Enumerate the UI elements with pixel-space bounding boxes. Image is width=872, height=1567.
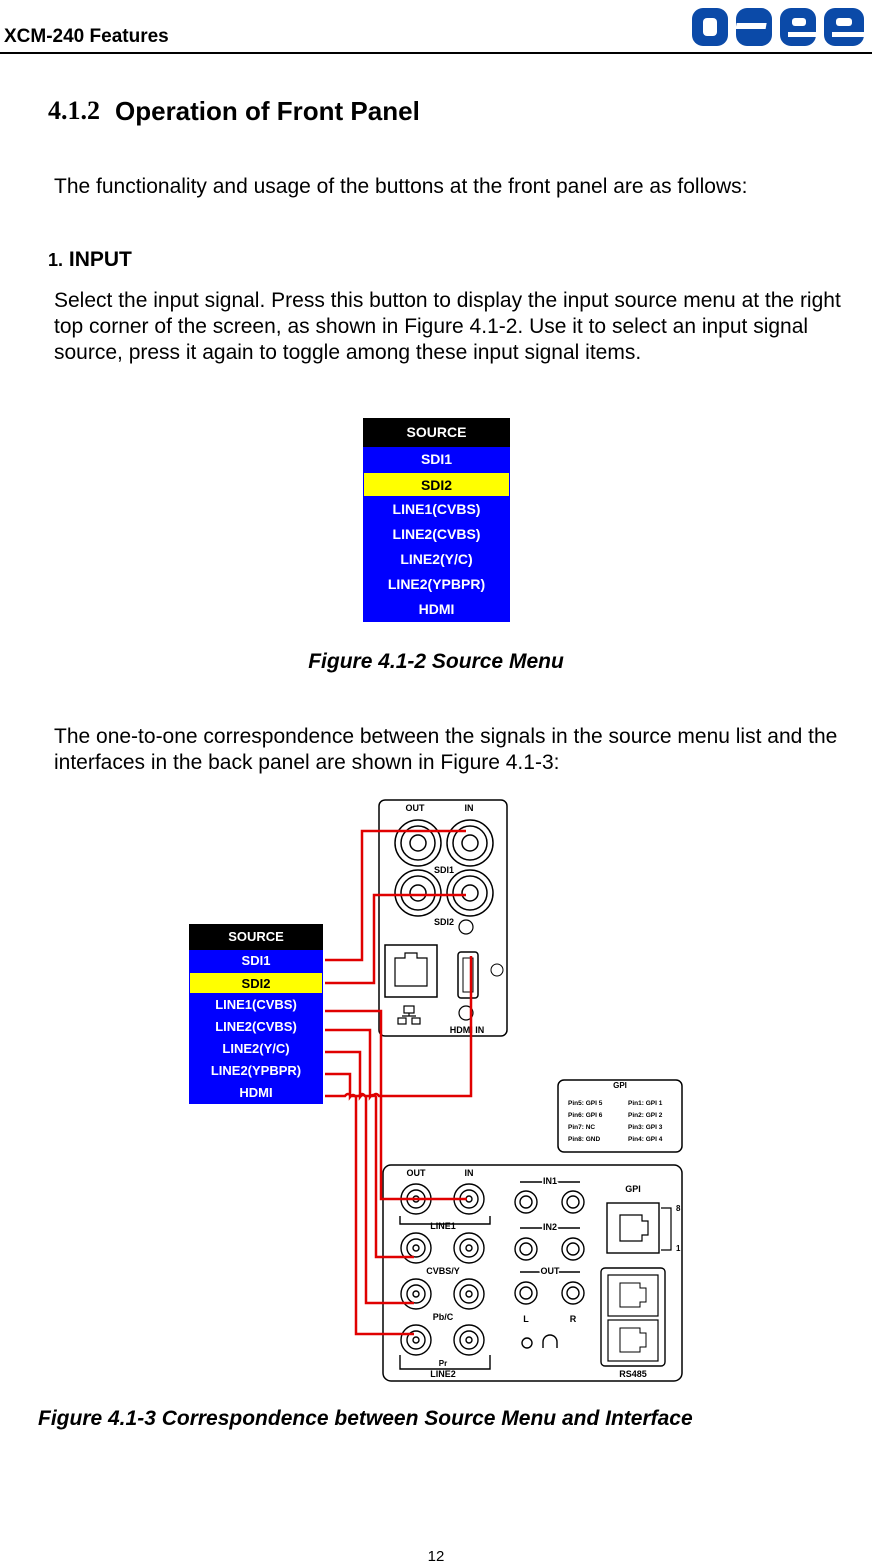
ethernet-port-icon xyxy=(384,944,438,998)
source-menu-item[interactable]: LINE2(Y/C) xyxy=(363,547,510,572)
line2-label: LINE2 xyxy=(430,1369,456,1379)
gpi-pin1-label: 1 xyxy=(676,1244,681,1253)
line1-label: LINE1 xyxy=(430,1221,456,1231)
hdmi-in-label: HDMI IN xyxy=(450,1025,485,1035)
gpi-port-label: GPI xyxy=(625,1184,641,1194)
rs485-ports-icon xyxy=(600,1267,666,1367)
line-hdmi xyxy=(325,956,473,1098)
screw-icon xyxy=(458,1005,474,1021)
network-icon xyxy=(397,1005,421,1025)
list-item-number: 1. xyxy=(48,250,64,270)
gpi-pin-row: Pin1: GPI 1 xyxy=(628,1100,663,1107)
figure-3-caption: Figure 4.1-3 Correspondence between Sour… xyxy=(38,1407,693,1430)
line-line1-cvbs xyxy=(325,1009,467,1201)
audio-r-label: R xyxy=(570,1314,577,1324)
osee-logo xyxy=(692,8,864,46)
source-menu-item[interactable]: SDI1 xyxy=(363,447,510,472)
source-menu-item[interactable]: HDMI xyxy=(363,597,510,622)
gpi-pin-row: Pin4: GPI 4 xyxy=(628,1136,663,1143)
source-menu-item[interactable]: LINE2(Y/C) xyxy=(189,1038,323,1060)
gpi-pin-row: Pin8: GND xyxy=(568,1136,600,1143)
rs485-label: RS485 xyxy=(619,1369,647,1379)
top-out-label: OUT xyxy=(406,803,426,813)
gpi-pin-row: Pin7: NC xyxy=(568,1124,595,1131)
intro-paragraph: The functionality and usage of the butto… xyxy=(54,175,748,198)
source-menu-item[interactable]: LINE1(CVBS) xyxy=(363,497,510,522)
source-menu-item[interactable]: LINE2(YPBPR) xyxy=(189,1060,323,1082)
led-icon xyxy=(490,963,504,977)
gpi-pin-row: Pin2: GPI 2 xyxy=(628,1112,663,1119)
audio-rca-connectors xyxy=(514,1181,585,1305)
gpi-pin8-label: 8 xyxy=(676,1204,681,1213)
bottom-out-label: OUT xyxy=(407,1168,427,1178)
input-paragraph: Select the input signal. Press this butt… xyxy=(54,289,841,364)
audio-l-label: L xyxy=(523,1314,529,1324)
list-item-title: INPUT xyxy=(68,248,132,271)
page-number: 12 xyxy=(427,1548,445,1565)
audio-in1-label: IN1 xyxy=(543,1176,557,1186)
source-menu-item[interactable]: LINE2(YPBPR) xyxy=(363,572,510,597)
sdi-bnc-connectors xyxy=(394,819,494,917)
source-menu-item[interactable]: LINE2(CVBS) xyxy=(189,1016,323,1038)
source-menu-item[interactable]: HDMI xyxy=(189,1082,323,1104)
gpi-pinout-title: GPI xyxy=(613,1081,627,1090)
pb-c-label: Pb/C xyxy=(433,1312,454,1322)
hdmi-port-icon xyxy=(457,951,479,999)
correspondence-paragraph: The one-to-one correspondence between th… xyxy=(54,725,838,774)
gpi-pin-row: Pin6: GPI 6 xyxy=(568,1112,603,1119)
back-panel-diagram: OUT IN SDI1 SDI2 HDMI IN GPI Pin5: GPI 5… xyxy=(325,799,683,1382)
source-menu-header: SOURCE xyxy=(363,418,510,447)
sdi1-label: SDI1 xyxy=(434,865,454,875)
figure-2-caption: Figure 4.1-2 Source Menu xyxy=(308,650,564,673)
source-menu-item[interactable]: LINE1(CVBS) xyxy=(189,994,323,1016)
screw-icon xyxy=(458,919,474,935)
gpi-pin-row: Pin5: GPI 5 xyxy=(568,1100,603,1107)
sdi2-label: SDI2 xyxy=(434,917,454,927)
line-sdi1 xyxy=(325,829,466,962)
gpi-pin-row: Pin3: GPI 3 xyxy=(628,1124,663,1131)
audio-in2-label: IN2 xyxy=(543,1222,557,1232)
source-menu-header: SOURCE xyxy=(189,924,323,950)
source-menu-item[interactable]: LINE2(CVBS) xyxy=(363,522,510,547)
gpi-port-icon xyxy=(606,1202,660,1254)
top-in-label: IN xyxy=(465,803,474,813)
running-header-title: XCM-240 Features xyxy=(4,26,169,47)
cvbs-y-label: CVBS/Y xyxy=(426,1266,460,1276)
source-menu-item[interactable]: SDI1 xyxy=(189,950,323,972)
gpi-pinout-box xyxy=(557,1079,683,1153)
headphone-icon xyxy=(521,1334,558,1349)
connection-lines xyxy=(325,829,473,1336)
section-title: Operation of Front Panel xyxy=(115,96,420,126)
header-rule xyxy=(0,52,872,54)
bottom-in-label: IN xyxy=(465,1168,474,1178)
line-sdi2 xyxy=(325,893,466,985)
list-item-input: 1. INPUT xyxy=(48,248,132,272)
pr-label: Pr xyxy=(439,1359,447,1368)
audio-out-label: OUT xyxy=(541,1266,561,1276)
section-number: 4.1.2 xyxy=(48,96,100,125)
source-menu-item-selected[interactable]: SDI2 xyxy=(189,972,323,994)
source-menu-item-selected[interactable]: SDI2 xyxy=(363,472,510,497)
